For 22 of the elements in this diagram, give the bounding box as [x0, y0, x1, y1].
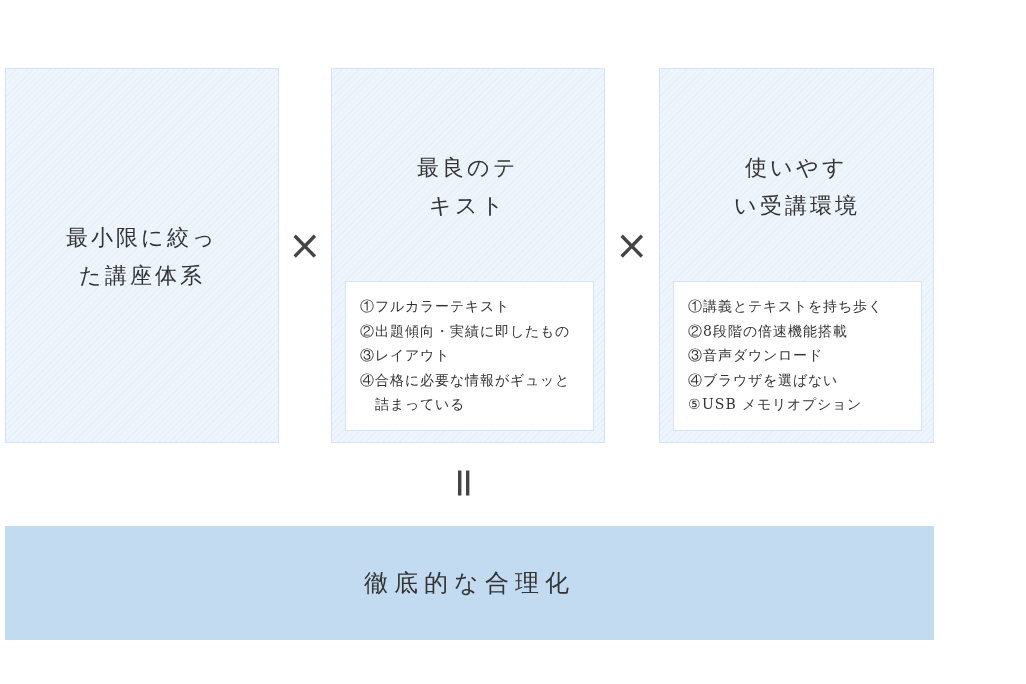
panel-title: 徹底的な合理化 [363, 568, 576, 599]
list-item: ①講義とテキストを持ち歩く [688, 297, 884, 316]
list-box [345, 281, 594, 431]
panel-title: 最良のテキスト [416, 154, 520, 220]
list-box [673, 281, 922, 431]
result-band [5, 526, 934, 640]
list-item: ③レイアウト [360, 346, 451, 365]
equals-sign: = [444, 466, 485, 500]
panel-title: 使いやすい受講環境 [732, 154, 861, 220]
panel-box [659, 68, 934, 443]
list-item: ④合格に必要な情報がギュッと詰まっている [360, 370, 571, 414]
list-item: ②出題傾向・実績に即したもの [360, 321, 571, 341]
multiply-sign: × [288, 225, 322, 265]
panel-box [331, 68, 605, 443]
multiply-sign: × [615, 225, 649, 265]
list-item: ①フルカラーテキスト [360, 297, 511, 316]
list-item: ④ブラウザを選ばない [688, 370, 839, 390]
list-item: ②8段階の倍速機能搭載 [688, 321, 849, 341]
list-item: ⑤USB メモリオプション [688, 395, 864, 414]
panel-title: 最小限に絞った講座体系 [65, 224, 219, 290]
list-item: ③音声ダウンロード [688, 346, 824, 365]
panel-box [5, 68, 279, 443]
